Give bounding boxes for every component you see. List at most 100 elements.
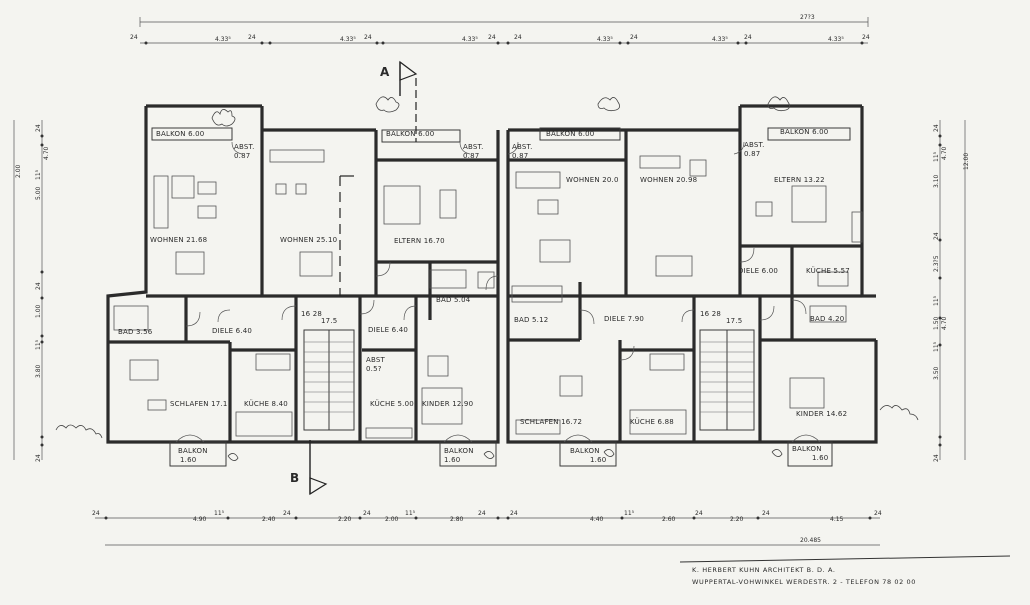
architect-name: K. HERBERT KUHN ARCHITEKT B. D. A. bbox=[692, 566, 836, 574]
right-dim: 11⁵ bbox=[933, 151, 940, 162]
bottom-dim: 2.20 bbox=[338, 516, 352, 523]
room-label-balkon-area: 1.60 bbox=[590, 456, 606, 464]
bottom-dim: 24 bbox=[874, 510, 882, 517]
room-label-kueche: KÜCHE 8.40 bbox=[244, 399, 288, 408]
room-label-abst: ABST. bbox=[744, 141, 765, 149]
left-dim: 11⁵ bbox=[35, 169, 42, 180]
right-dim: 11⁵ bbox=[933, 295, 940, 306]
top-dim: 24 bbox=[630, 34, 638, 41]
room-label-abst-area: 0.87 bbox=[744, 150, 760, 158]
bottom-dim: 11⁵ bbox=[624, 510, 635, 517]
section-marker-b: B bbox=[290, 175, 354, 496]
room-label-balkon: BALKON bbox=[444, 447, 474, 455]
stair-label: 16 28 bbox=[301, 310, 322, 318]
bottom-dim: 11⁵ bbox=[214, 510, 225, 517]
bottom-dim: 11⁵ bbox=[405, 510, 416, 517]
top-dim: 24 bbox=[744, 34, 752, 41]
bottom-dim: 2.60 bbox=[662, 516, 676, 523]
stairwells bbox=[303, 329, 755, 431]
bottom-dim: 24 bbox=[478, 510, 486, 517]
small-balconies bbox=[151, 127, 851, 467]
bottom-dim: 24 bbox=[363, 510, 371, 517]
left-dim: 5.00 bbox=[35, 186, 42, 200]
bottom-dim: 2.80 bbox=[450, 516, 464, 523]
right-dim: 1.50 bbox=[933, 316, 940, 330]
room-label-balkon-area: 1.60 bbox=[444, 456, 460, 464]
right-dim: 2.3?5 bbox=[933, 255, 940, 272]
room-label-abst-area: 0.5? bbox=[366, 365, 382, 373]
left-dim: 24 bbox=[35, 454, 42, 462]
room-label-kueche: KÜCHE 6.88 bbox=[630, 417, 674, 426]
room-labels: BALKON 6.00 ABST. 0.87 WOHNEN 21.68 WOHN… bbox=[118, 128, 850, 464]
overall-top-dimension: 27?3 bbox=[800, 14, 815, 21]
bottom-dim: 4.40 bbox=[590, 516, 604, 523]
left-dim: 24 bbox=[35, 282, 42, 290]
top-dim: 24 bbox=[248, 34, 256, 41]
room-label-eltern: ELTERN 16.70 bbox=[394, 237, 445, 245]
room-label-diele: DIELE 6.40 bbox=[212, 327, 252, 335]
dimension-labels: 27?3 24 4.33⁵ 24 4.33⁵ 24 4.33⁵ 24 24 4.… bbox=[15, 14, 970, 544]
door-swings bbox=[175, 141, 821, 443]
right-dim: 12.00 bbox=[963, 153, 970, 170]
right-dim: 3.50 bbox=[933, 366, 940, 380]
section-label-a: A bbox=[380, 65, 390, 79]
room-label-balkon: BALKON 6.00 bbox=[780, 128, 828, 136]
top-dim: 24 bbox=[514, 34, 522, 41]
top-dim: 24 bbox=[130, 34, 138, 41]
room-label-wohnen: WOHNEN 20.0 bbox=[566, 176, 619, 184]
bottom-dim: 4.90 bbox=[193, 516, 207, 523]
left-dim: 4.70 bbox=[43, 146, 50, 160]
stair-label: 17.5 bbox=[726, 317, 742, 325]
room-label-bad: BAD 3.56 bbox=[118, 328, 153, 336]
room-label-wohnen: WOHNEN 20.98 bbox=[640, 176, 697, 184]
room-label-bad: BAD 5.04 bbox=[436, 296, 471, 304]
stair-label: 16 28 bbox=[700, 310, 721, 318]
left-dim: 1.00 bbox=[35, 304, 42, 318]
top-dim: 4.33⁵ bbox=[828, 36, 844, 43]
bottom-dim: 24 bbox=[510, 510, 518, 517]
right-dim: 4.70 bbox=[941, 146, 948, 160]
right-dim: 11⁵ bbox=[933, 341, 940, 352]
room-label-abst: ABST. bbox=[234, 143, 255, 151]
right-dim: 24 bbox=[933, 454, 940, 462]
top-dim: 24 bbox=[862, 34, 870, 41]
furniture bbox=[113, 149, 863, 439]
room-label-balkon: BALKON bbox=[570, 447, 600, 455]
bottom-dim: 24 bbox=[695, 510, 703, 517]
left-dim: 24 bbox=[35, 124, 42, 132]
room-label-abst-area: 0.87 bbox=[234, 152, 250, 160]
bottom-dim: 24 bbox=[92, 510, 100, 517]
top-dim: 24 bbox=[488, 34, 496, 41]
room-label-bad: BAD 5.12 bbox=[514, 316, 548, 324]
top-dim: 4.33⁵ bbox=[462, 36, 478, 43]
stair-label: 17.5 bbox=[321, 317, 337, 325]
room-label-abst: ABST. bbox=[463, 143, 484, 151]
room-label-balkon-area: 1.60 bbox=[180, 456, 196, 464]
right-dim: 24 bbox=[933, 124, 940, 132]
overall-bottom-dimension: 20.485 bbox=[800, 537, 821, 544]
room-label-balkon: BALKON 6.00 bbox=[156, 130, 204, 138]
room-label-abst-area: 0.87 bbox=[463, 152, 479, 160]
left-dim: 3.80 bbox=[35, 364, 42, 378]
room-label-schlafen: SCHLAFEN 17.1 bbox=[170, 400, 228, 408]
bottom-dim: 24 bbox=[762, 510, 770, 517]
section-label-b: B bbox=[290, 471, 299, 485]
bottom-dim: 2.40 bbox=[262, 516, 276, 523]
room-label-diele: DIELE 6.00 bbox=[738, 267, 778, 275]
bottom-dim: 2.00 bbox=[385, 516, 399, 523]
section-marker-a: A bbox=[380, 60, 418, 142]
room-label-bad: BAD 4.20 bbox=[810, 315, 844, 323]
exterior-walls bbox=[106, 104, 878, 444]
room-label-kinder: KINDER 12.90 bbox=[422, 400, 473, 408]
room-label-balkon: BALKON bbox=[792, 445, 822, 453]
plant-sketches bbox=[55, 96, 919, 461]
bottom-dim: 24 bbox=[283, 510, 291, 517]
top-dim: 4.33⁵ bbox=[712, 36, 728, 43]
room-label-diele: DIELE 6.40 bbox=[368, 326, 408, 334]
room-label-wohnen: WOHNEN 21.68 bbox=[150, 236, 207, 244]
room-label-schlafen: SCHLAFEN 16.72 bbox=[520, 418, 582, 426]
room-label-abst-area: 0.87 bbox=[512, 152, 528, 160]
left-dim: 11⁵ bbox=[35, 339, 42, 350]
room-label-balkon: BALKON 6.00 bbox=[546, 130, 594, 138]
